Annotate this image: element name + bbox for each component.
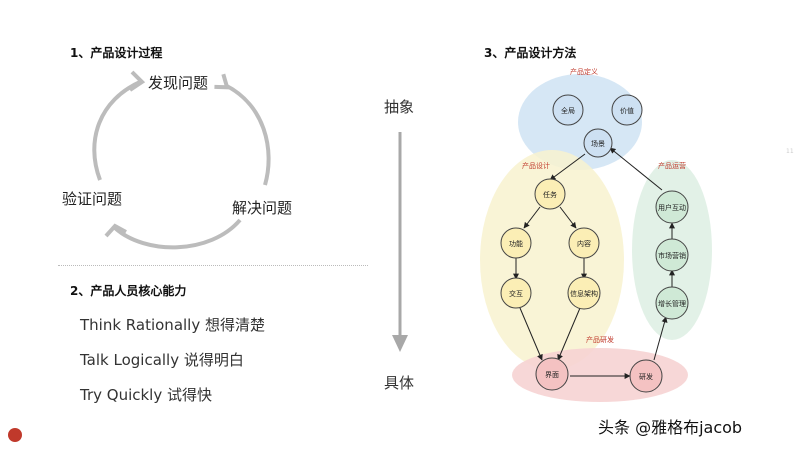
cycle-diagram <box>92 70 271 250</box>
node-value: 价值 <box>611 94 643 126</box>
ability-item-talk: Talk Logically 说得明白 <box>80 351 244 369</box>
axis-label-abstract: 抽象 <box>384 98 415 116</box>
edge-interaction-interface <box>519 307 543 361</box>
brand-logo-icon <box>8 428 22 442</box>
edge-task-content <box>559 206 577 229</box>
node-develop-label: 研发 <box>639 372 653 381</box>
watermark: 头条 @雅格布jacob <box>598 418 743 437</box>
edge-develop-growth <box>653 316 668 361</box>
abstract-concrete-arrow <box>392 132 408 352</box>
cycle-arrowhead-bottom <box>104 223 127 238</box>
node-function: 功能 <box>500 227 532 259</box>
node-interface: 界面 <box>535 357 569 391</box>
cycle-arrow-top-to-right <box>224 83 271 186</box>
group-label-design: 产品设计 <box>522 161 550 170</box>
node-market: 市场营销 <box>655 238 689 272</box>
section-divider <box>58 265 368 266</box>
axis-label-concrete: 具体 <box>384 374 415 392</box>
node-interface-label: 界面 <box>545 371 559 379</box>
node-content-label: 内容 <box>577 239 591 248</box>
node-scene: 场景 <box>583 128 613 158</box>
cycle-arrow-left-to-top <box>92 80 141 181</box>
section2-title: 2、产品人员核心能力 <box>70 284 187 298</box>
cycle-label-solve: 解决问题 <box>232 199 293 217</box>
node-info-arch: 信息架构 <box>567 276 601 310</box>
cycle-arrow-right-to-left <box>113 218 242 250</box>
node-value-label: 价值 <box>620 106 634 115</box>
node-info-arch-label: 信息架构 <box>570 289 598 298</box>
node-user-interaction-label: 用户互动 <box>658 203 686 212</box>
node-task: 任务 <box>534 178 566 210</box>
cycle-arrowhead-top-left <box>128 70 146 92</box>
ability-item-try: Try Quickly 试得快 <box>80 386 212 404</box>
group-bg-design <box>480 150 624 370</box>
node-interaction: 交互 <box>500 277 532 309</box>
node-scene-label: 场景 <box>591 139 605 148</box>
edge-user-scene <box>609 147 663 191</box>
cycle-label-discover: 发现问题 <box>148 74 209 92</box>
design-method-diagram: 产品定义 产品设计 产品运营 产品研发 全局 价值 场景 任务 功能 内容 交互 <box>480 67 712 402</box>
ability-item-think: Think Rationally 想得清楚 <box>80 316 265 334</box>
node-growth-label: 增长管理 <box>658 299 686 308</box>
node-develop: 研发 <box>629 359 663 393</box>
node-market-label: 市场营销 <box>658 251 686 260</box>
group-label-development: 产品研发 <box>586 335 614 344</box>
node-user-interaction: 用户互动 <box>655 190 689 224</box>
section3-title: 3、产品设计方法 <box>484 46 577 60</box>
group-label-definition: 产品定义 <box>570 67 598 76</box>
page-number: 11 <box>786 148 794 155</box>
edge-task-function <box>523 206 541 229</box>
node-function-label: 功能 <box>509 239 523 248</box>
node-global-label: 全局 <box>561 106 575 115</box>
node-global: 全局 <box>552 94 584 126</box>
node-content: 内容 <box>568 227 600 259</box>
edge-scene-task <box>549 153 586 181</box>
node-interaction-label: 交互 <box>509 289 523 298</box>
edge-infoarch-interface <box>557 307 581 361</box>
node-task-label: 任务 <box>543 190 557 199</box>
group-label-operation: 产品运营 <box>658 161 686 170</box>
cycle-arrowhead-top-right <box>214 73 230 90</box>
node-growth: 增长管理 <box>655 286 689 320</box>
cycle-label-verify: 验证问题 <box>62 190 123 208</box>
section1-title: 1、产品设计过程 <box>70 46 163 60</box>
